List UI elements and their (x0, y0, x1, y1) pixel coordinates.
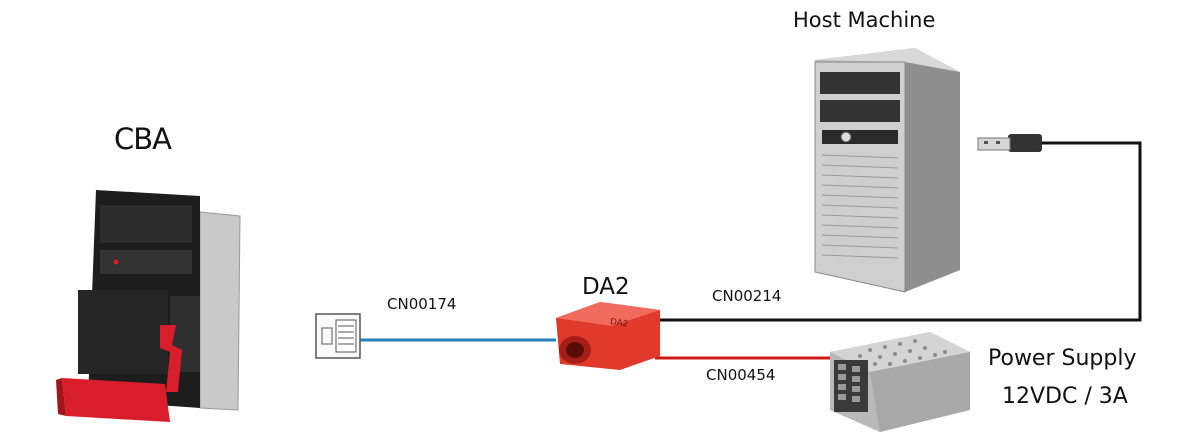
da2-body-label: DA2 (610, 316, 629, 328)
da2-label: DA2 (582, 274, 630, 300)
cable-cn00214-label: CN00214 (712, 287, 782, 305)
power-supply-rating: 12VDC / 3A (1002, 384, 1128, 409)
host-machine-label: Host Machine (793, 8, 936, 32)
cable-cn00214 (660, 141, 1142, 322)
tower-pc-icon (814, 48, 960, 293)
cable-cn00174-label: CN00174 (387, 295, 457, 313)
bill-acceptor-icon (56, 190, 241, 422)
power-supply-icon (830, 332, 970, 432)
connector-plug-icon (315, 313, 361, 359)
da2-adapter-icon: DA2 (556, 302, 660, 370)
power-supply-label: Power Supply (988, 346, 1137, 371)
cba-label: CBA (114, 122, 172, 156)
usb-plug-icon (977, 134, 1042, 152)
cable-cn00454-label: CN00454 (706, 366, 776, 384)
